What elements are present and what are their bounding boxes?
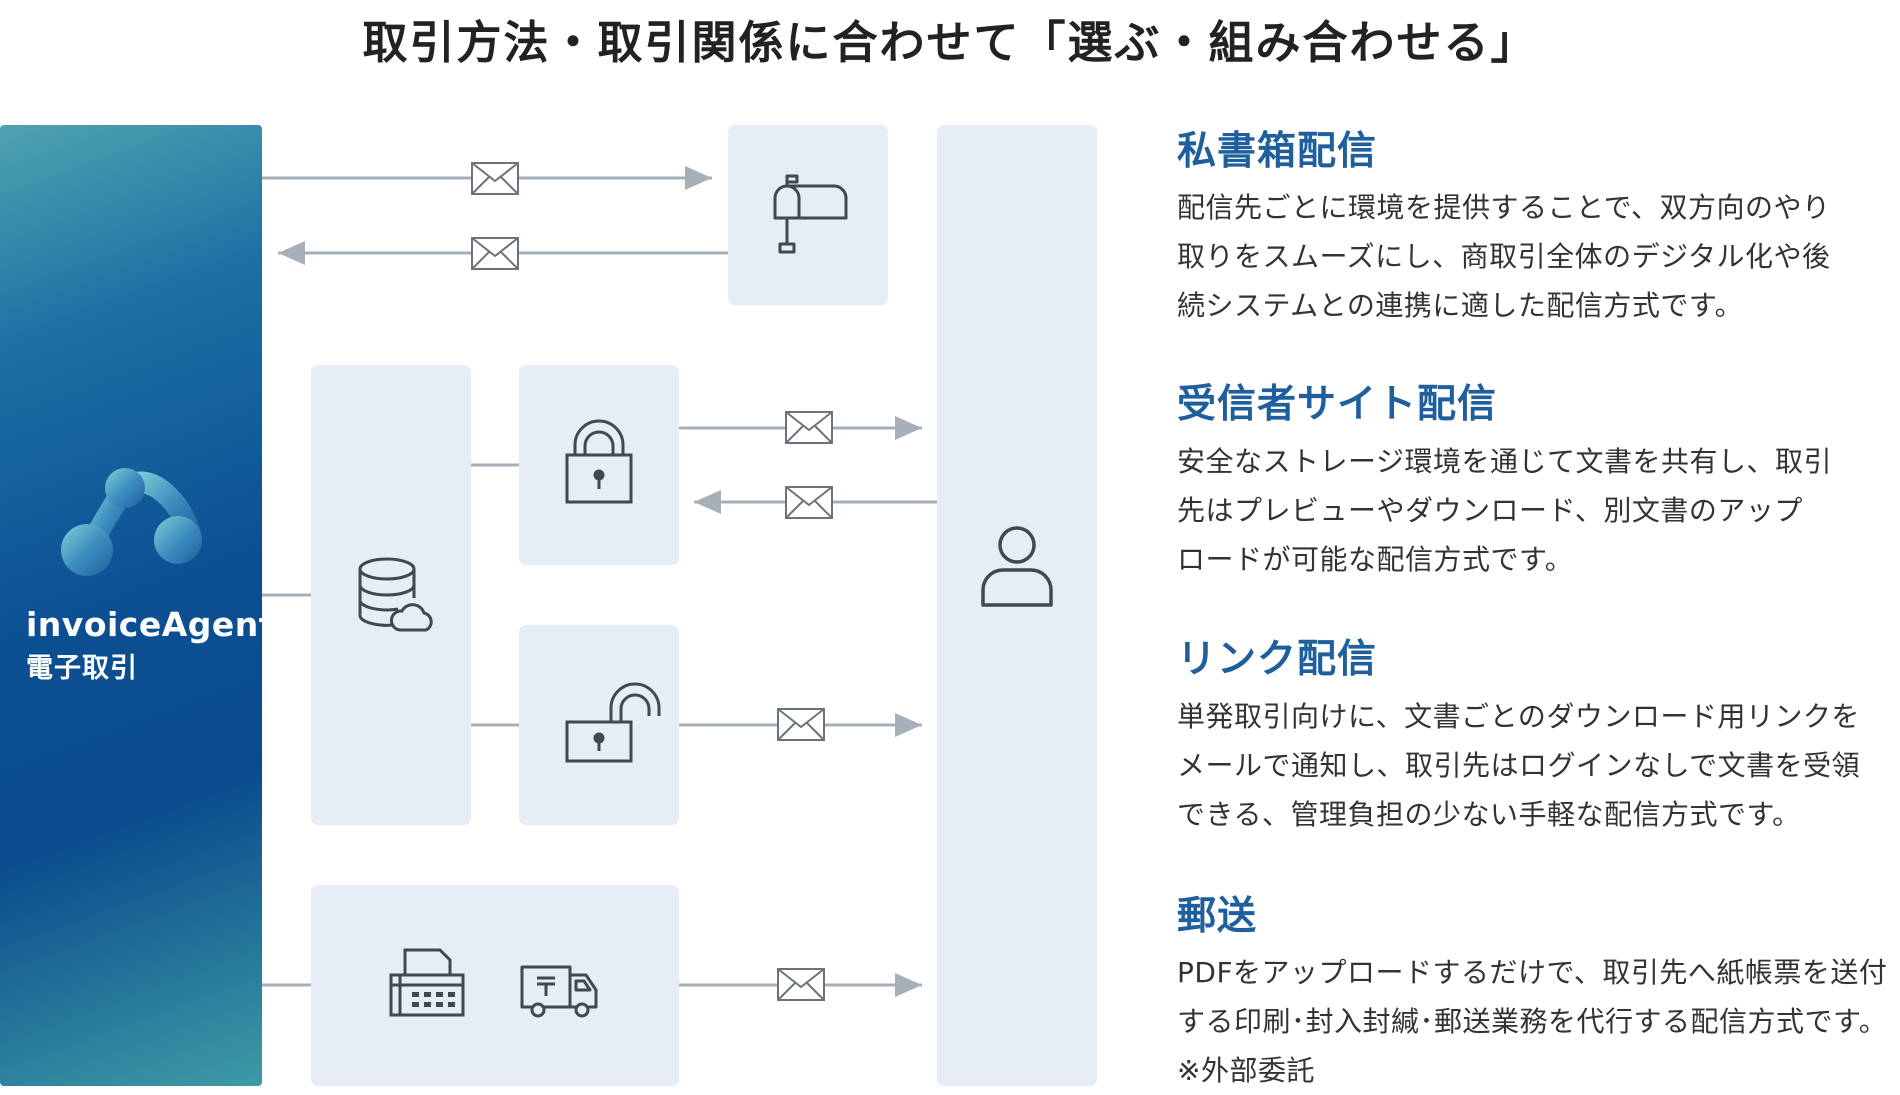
description-line: メールで通知し、取引先はログインなしで文書を受領	[1177, 749, 1861, 782]
method-heading-link: リンク配信	[1177, 637, 1378, 682]
brand-subtitle: 電子取引	[26, 653, 138, 684]
mailbox-panel	[728, 125, 888, 305]
envelope-icon	[785, 486, 833, 519]
method-heading-recipient-site: 受信者サイト配信	[1177, 382, 1498, 427]
description-line: PDFをアップロードするだけで、取引先へ紙帳票を送付	[1177, 956, 1888, 989]
description-line: する印刷･封入封緘･郵送業務を代行する配信方式です。	[1177, 1005, 1888, 1038]
description-line: 配信先ごとに環境を提供することで、双方向のやり	[1177, 191, 1831, 224]
description-line: 先はプレビューやダウンロード、別文書のアップ	[1177, 494, 1803, 527]
description-line: 安全なストレージ環境を通じて文書を共有し、取引	[1177, 445, 1832, 478]
postal-panel	[311, 885, 679, 1086]
brand-name: invoiceAgent	[26, 605, 276, 644]
database-cloud-icon	[358, 557, 433, 632]
mailbox-icon	[773, 174, 848, 254]
envelope-icon	[471, 237, 519, 270]
method-description-mailbox: 配信先ごとに環境を提供することで、双方向のやり 取りをスムーズにし、商取引全体の…	[1177, 183, 1831, 330]
description-line: 単発取引向けに、文書ごとのダウンロード用リンクを	[1177, 700, 1860, 733]
method-description-recipient-site: 安全なストレージ環境を通じて文書を共有し、取引 先はプレビューやダウンロード、別…	[1177, 437, 1832, 584]
recipient-site-panel	[519, 365, 679, 565]
lock-closed-icon	[565, 419, 633, 504]
envelope-icon	[777, 968, 825, 1001]
description-line: 続システムとの連携に適した配信方式です。	[1177, 289, 1744, 322]
envelope-icon	[777, 708, 825, 741]
envelope-icon	[471, 162, 519, 195]
method-heading-mailbox: 私書箱配信	[1177, 129, 1378, 174]
method-description-link: 単発取引向けに、文書ごとのダウンロード用リンクを メールで通知し、取引先はログイ…	[1177, 692, 1860, 839]
method-description-postal: PDFをアップロードするだけで、取引先へ紙帳票を送付 する印刷･封入封緘･郵送業…	[1177, 948, 1887, 1095]
invoice-agent-logo-icon	[61, 468, 202, 576]
description-line: できる、管理負担の少ない手軽な配信方式です。	[1177, 798, 1801, 831]
envelope-icon	[785, 411, 833, 444]
lock-open-icon	[565, 682, 661, 763]
user-icon	[981, 526, 1053, 607]
description-line: 取りをスムーズにし、商取引全体のデジタル化や後	[1177, 240, 1831, 273]
link-panel	[519, 625, 679, 825]
description-line: ※外部委託	[1177, 1054, 1315, 1087]
fax-machine-icon	[389, 948, 465, 1017]
method-heading-postal: 郵送	[1177, 894, 1258, 939]
page-title: 取引方法・取引関係に合わせて「選ぶ・組み合わせる」	[362, 16, 1538, 69]
invoice-agent-brand-panel	[0, 125, 262, 1086]
delivery-truck-icon	[520, 965, 598, 1018]
description-line: ロードが可能な配信方式です。	[1177, 543, 1574, 576]
